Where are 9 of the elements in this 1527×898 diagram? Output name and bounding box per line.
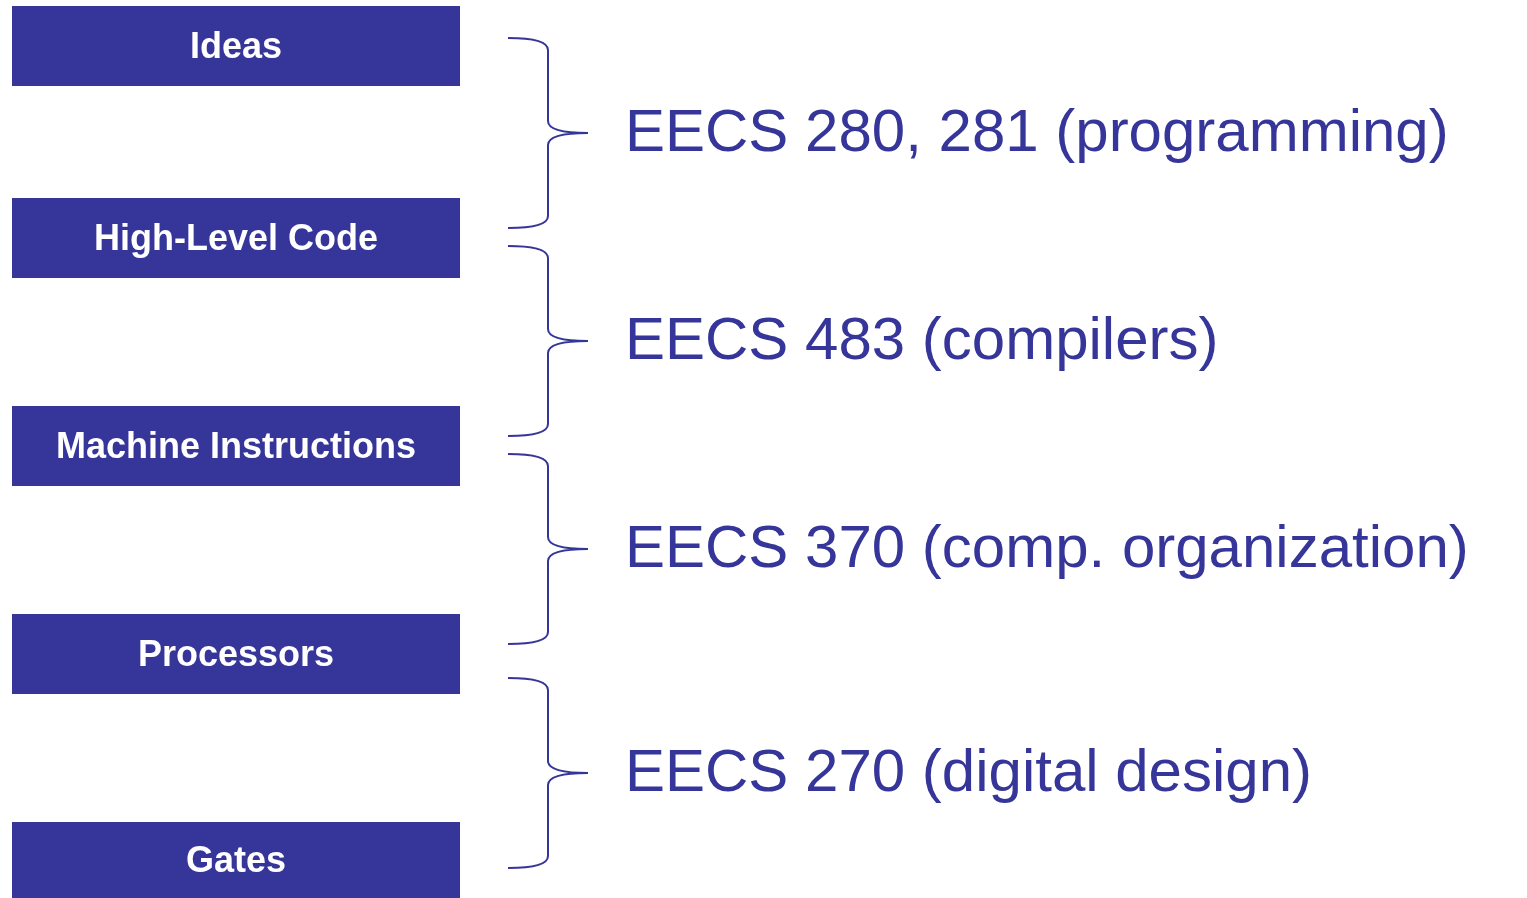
course-label: EECS 483 (compilers) xyxy=(625,309,1219,369)
layer-box: Processors xyxy=(12,614,460,694)
layer-box: Machine Instructions xyxy=(12,406,460,486)
course-label: EECS 280, 281 (programming) xyxy=(625,101,1449,161)
layer-box: High-Level Code xyxy=(12,198,460,278)
course-label: EECS 370 (comp. organization) xyxy=(625,517,1469,577)
layer-box: Ideas xyxy=(12,6,460,86)
layer-box: Gates xyxy=(12,822,460,898)
course-label: EECS 270 (digital design) xyxy=(625,741,1313,801)
